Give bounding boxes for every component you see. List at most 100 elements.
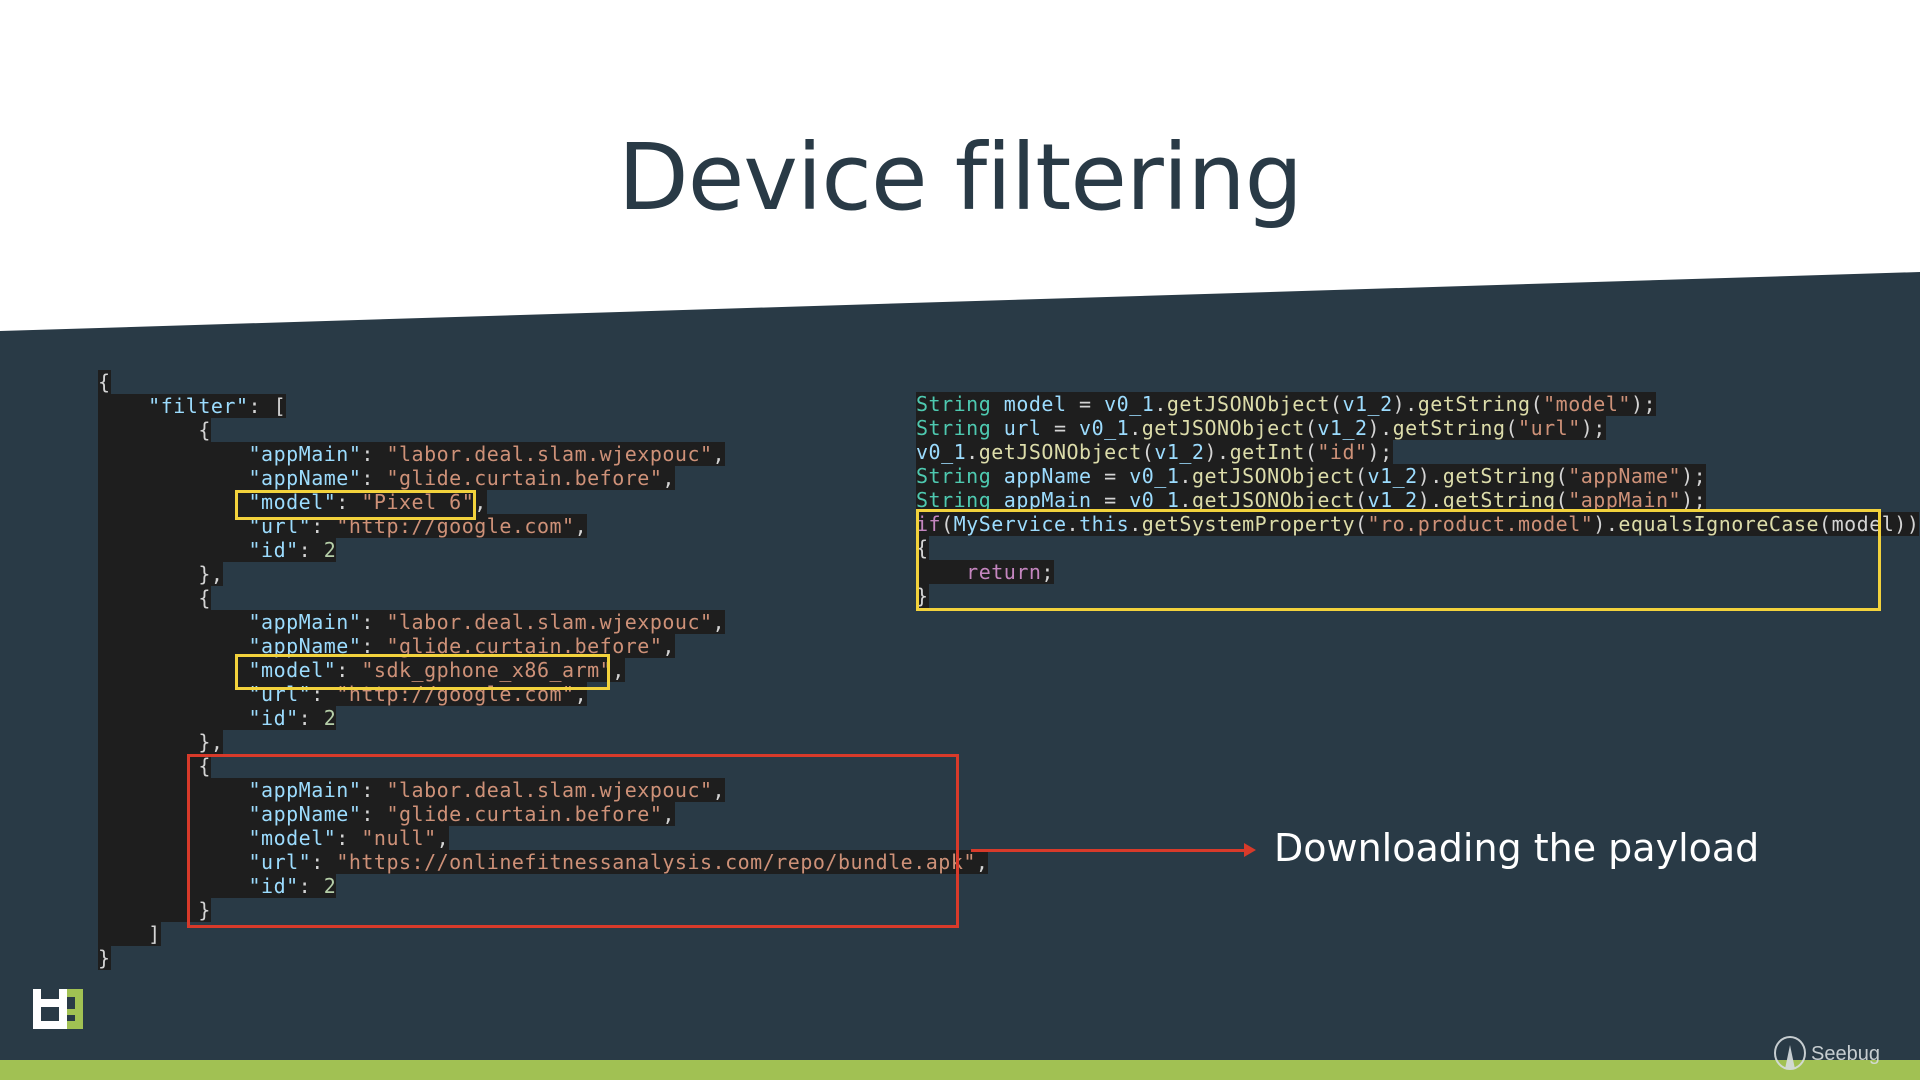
code-token: , xyxy=(574,514,588,538)
code-token: , xyxy=(712,778,726,802)
code-token: getJSONObject xyxy=(1191,488,1355,512)
code-line: "appName": "glide.curtain.before", xyxy=(98,802,675,826)
code-token: String xyxy=(916,464,992,488)
code-token: , xyxy=(474,490,487,514)
code-token: String xyxy=(916,416,992,440)
code-line: "model": "Pixel 6", xyxy=(98,490,487,514)
code-token: ( xyxy=(1354,464,1368,488)
arrow-line xyxy=(971,849,1247,852)
code-token: . xyxy=(1129,416,1142,440)
code-line: { xyxy=(98,418,211,442)
code-token xyxy=(98,706,249,730)
slide-title: Device filtering xyxy=(617,123,1303,231)
code-token: : xyxy=(361,442,387,466)
code-token: : xyxy=(298,706,324,730)
code-token: ( xyxy=(1505,416,1519,440)
code-token: "appMain" xyxy=(248,610,362,634)
code-token: : xyxy=(298,874,324,898)
code-line: ] xyxy=(98,922,161,946)
code-token: getJSONObject xyxy=(1141,416,1305,440)
code-token: "url" xyxy=(248,850,312,874)
code-line: "model": "sdk_gphone_x86_arm", xyxy=(98,658,625,682)
code-token: "https://onlinefitnessanalysis.com/repo/… xyxy=(336,850,976,874)
code-token: "http://google.com" xyxy=(336,682,575,706)
code-token: getString xyxy=(1442,464,1556,488)
code-token: ). xyxy=(1593,512,1619,536)
code-token: { xyxy=(916,536,929,560)
code-token: { xyxy=(98,754,211,778)
code-token: , xyxy=(712,442,726,466)
code-token: "filter" xyxy=(148,394,249,418)
code-token: v1_2 xyxy=(1342,392,1393,416)
code-token: getInt xyxy=(1229,440,1305,464)
code-token: : xyxy=(336,658,362,682)
arrow-head-icon xyxy=(1244,843,1256,857)
code-line: String appMain = v0_1.getJSONObject(v1_2… xyxy=(916,488,1707,512)
code-line: }, xyxy=(98,730,224,754)
code-line: return; xyxy=(916,560,1054,584)
code-token: v0_1 xyxy=(916,440,967,464)
code-line: String model = v0_1.getJSONObject(v1_2).… xyxy=(916,392,1657,416)
code-line: { xyxy=(916,536,929,560)
code-token: "model" xyxy=(248,490,337,514)
code-token: "url" xyxy=(1518,416,1581,440)
code-token: : xyxy=(311,850,337,874)
code-line: "appMain": "labor.deal.slam.wjexpouc", xyxy=(98,442,726,466)
code-token xyxy=(98,538,249,562)
code-token: }, xyxy=(98,562,224,586)
code-token: }, xyxy=(98,730,224,754)
code-token: : xyxy=(311,514,337,538)
code-line: "id": 2 xyxy=(98,874,337,898)
code-token: v0_1 xyxy=(1104,392,1155,416)
code-token: "id" xyxy=(248,538,299,562)
code-token: getJSONObject xyxy=(978,440,1142,464)
code-token: String xyxy=(916,392,992,416)
code-token: ); xyxy=(1580,416,1606,440)
code-token: "sdk_gphone_x86_arm" xyxy=(361,658,613,682)
code-token: "Pixel 6" xyxy=(361,490,475,514)
code-token: , xyxy=(436,826,450,850)
code-token: ); xyxy=(1681,488,1707,512)
code-token: (model)) xyxy=(1819,512,1920,536)
code-token: 2 xyxy=(323,874,337,898)
code-token: , xyxy=(662,802,675,826)
code-token: "appMain" xyxy=(248,442,362,466)
code-token: MyService xyxy=(953,512,1067,536)
code-token: ( xyxy=(1555,464,1569,488)
code-token: , xyxy=(712,610,726,634)
code-token: if xyxy=(916,512,942,536)
code-line: "appName": "glide.curtain.before", xyxy=(98,466,675,490)
code-token xyxy=(98,658,249,682)
code-token: ( xyxy=(941,512,954,536)
code-token: "glide.curtain.before" xyxy=(386,802,663,826)
code-line: "url": "http://google.com", xyxy=(98,682,588,706)
code-token: , xyxy=(975,850,989,874)
highlight-model-sdk-gphone xyxy=(235,654,610,690)
code-token: = xyxy=(1041,416,1080,440)
code-token xyxy=(98,394,148,418)
code-token: . xyxy=(1154,392,1167,416)
code-line: { xyxy=(98,370,111,394)
code-token: getString xyxy=(1417,392,1531,416)
code-token: ). xyxy=(1392,392,1418,416)
code-line: } xyxy=(98,946,111,970)
code-token: . xyxy=(1129,512,1142,536)
code-token: , xyxy=(662,634,675,658)
code-line: } xyxy=(916,584,929,608)
code-line: "url": "https://onlinefitnessanalysis.co… xyxy=(98,850,989,874)
watermark: Seebug xyxy=(1773,1035,1880,1073)
code-token: : xyxy=(361,634,387,658)
code-token: 2 xyxy=(323,706,337,730)
code-token xyxy=(991,464,1004,488)
code-token: . xyxy=(1179,488,1192,512)
code-token: url xyxy=(1003,416,1042,440)
code-token: . xyxy=(1179,464,1192,488)
highlight-model-check xyxy=(916,509,1881,611)
watermark-text: Seebug xyxy=(1811,1042,1880,1065)
code-token: , xyxy=(662,466,675,490)
code-token: "null" xyxy=(361,826,437,850)
code-token xyxy=(98,610,249,634)
code-token: = xyxy=(1091,488,1130,512)
code-token: "appMain" xyxy=(1568,488,1682,512)
code-token: ). xyxy=(1204,440,1230,464)
